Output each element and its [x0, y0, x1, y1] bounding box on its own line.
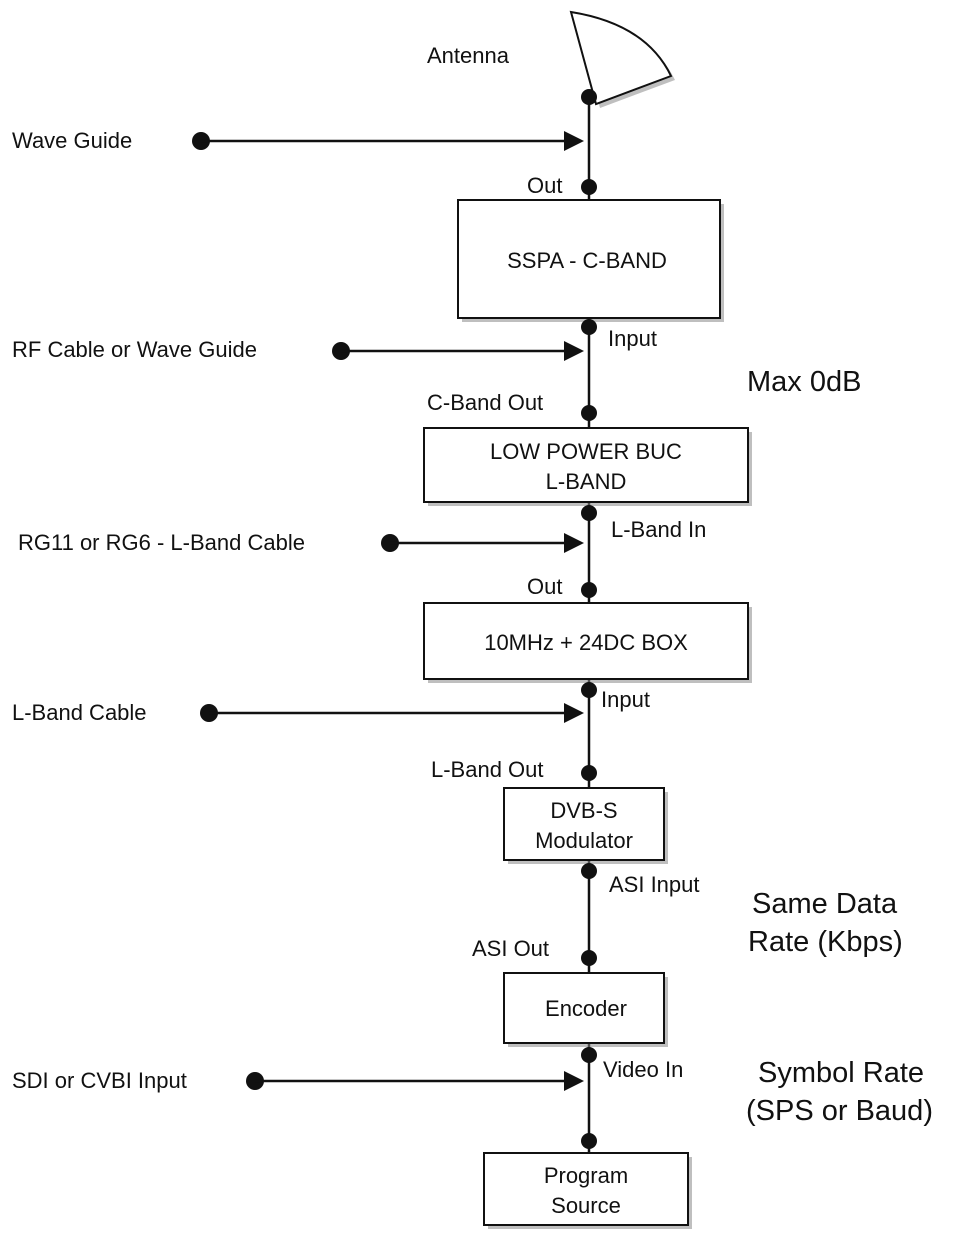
port-dots — [581, 89, 597, 1149]
note-max-db: Max 0dB — [747, 366, 861, 398]
buc-block: LOW POWER BUC L-BAND — [423, 427, 752, 506]
connection-wave-guide: Wave Guide — [12, 128, 584, 153]
connection-label-sdi-input: SDI or CVBI Input — [12, 1068, 187, 1093]
antenna: Antenna — [427, 10, 675, 108]
arrow-head-icon — [564, 533, 584, 553]
connection-rg-cable: RG11 or RG6 - L-Band Cable — [18, 530, 584, 555]
note-symbol-rate-line2: (SPS or Baud) — [746, 1095, 933, 1127]
ten-mhz-box-block: 10MHz + 24DC BOX — [423, 602, 752, 683]
modulator-in-label: ASI Input — [609, 872, 700, 897]
encoder-out-label: ASI Out — [472, 936, 549, 961]
program-source-label-line1: Program — [544, 1163, 628, 1188]
modulator-block: DVB-S Modulator — [503, 787, 668, 864]
modulator-in-dot — [581, 863, 597, 879]
arrow-head-icon — [564, 1071, 584, 1091]
buc-out-dot — [581, 405, 597, 421]
connection-sdi-input: SDI or CVBI Input — [12, 1068, 584, 1093]
buc-in-dot — [581, 505, 597, 521]
encoder-out-dot — [581, 950, 597, 966]
sspa-out-dot — [581, 179, 597, 195]
program-source-block: Program Source — [483, 1152, 692, 1229]
antenna-port-dot — [581, 89, 597, 105]
encoder-in-label: Video In — [603, 1057, 683, 1082]
modulator-label-line2: Modulator — [535, 828, 633, 853]
encoder-in-dot — [581, 1047, 597, 1063]
connection-label-l-band-cable: L-Band Cable — [12, 700, 147, 725]
note-symbol-rate-line1: Symbol Rate — [758, 1057, 924, 1089]
arrow-head-icon — [564, 703, 584, 723]
modulator-label-line1: DVB-S — [550, 798, 617, 823]
buc-out-label: C-Band Out — [427, 390, 543, 415]
buc-label-line2: L-BAND — [546, 469, 627, 494]
port-labels: Out Input C-Band Out L-Band In Out Input… — [427, 173, 706, 1082]
program-source-out-dot — [581, 1133, 597, 1149]
sspa-label: SSPA - C-BAND — [507, 248, 667, 273]
buc-in-label: L-Band In — [611, 517, 706, 542]
notes: Max 0dB Same Data Rate (Kbps) Symbol Rat… — [746, 366, 933, 1127]
ten-mhz-box-label: 10MHz + 24DC BOX — [484, 630, 688, 655]
connection-rf-cable: RF Cable or Wave Guide — [12, 337, 584, 362]
box-in-label: Input — [601, 687, 650, 712]
note-same-rate-line1: Same Data — [752, 888, 898, 920]
antenna-label: Antenna — [427, 43, 510, 68]
sspa-out-label: Out — [527, 173, 562, 198]
connection-label-rf-cable: RF Cable or Wave Guide — [12, 337, 257, 362]
arrow-head-icon — [564, 131, 584, 151]
buc-label-line1: LOW POWER BUC — [490, 439, 682, 464]
encoder-label: Encoder — [545, 996, 627, 1021]
connection-label-wave-guide: Wave Guide — [12, 128, 132, 153]
connection-label-rg-cable: RG11 or RG6 - L-Band Cable — [18, 530, 305, 555]
note-same-rate-line2: Rate (Kbps) — [748, 926, 903, 958]
sspa-block: SSPA - C-BAND — [457, 199, 724, 322]
box-out-label: Out — [527, 574, 562, 599]
modulator-out-dot — [581, 765, 597, 781]
sspa-in-label: Input — [608, 326, 657, 351]
connection-l-band-cable: L-Band Cable — [12, 700, 584, 725]
sspa-in-dot — [581, 319, 597, 335]
program-source-label-line2: Source — [551, 1193, 621, 1218]
arrow-head-icon — [564, 341, 584, 361]
modulator-out-label: L-Band Out — [431, 757, 544, 782]
box-out-dot — [581, 582, 597, 598]
encoder-block: Encoder — [503, 972, 668, 1047]
box-in-dot — [581, 682, 597, 698]
